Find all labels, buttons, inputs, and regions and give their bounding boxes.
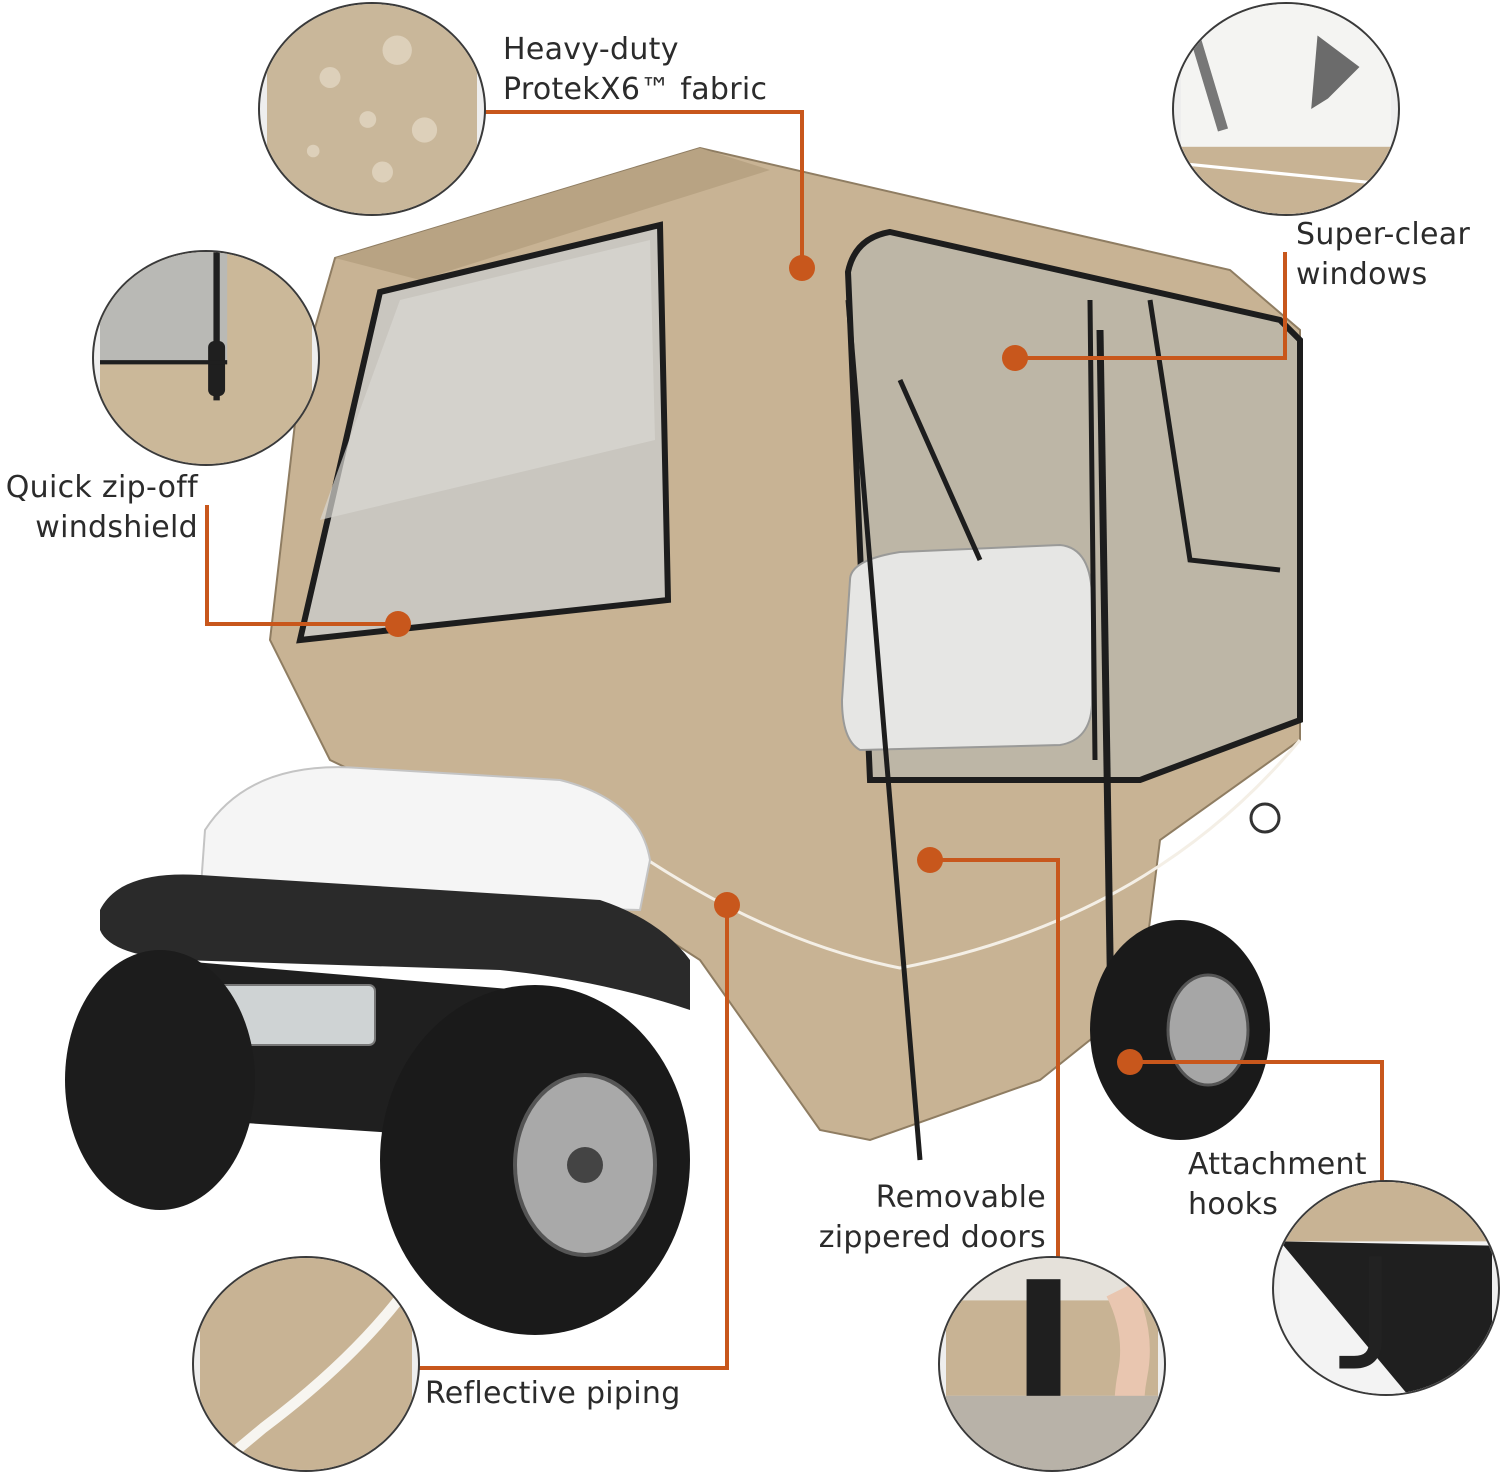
zipper-detail-icon xyxy=(100,252,312,464)
fabric-swatch-icon xyxy=(267,4,477,214)
fabric-label: Heavy-duty ProtekX6™ fabric xyxy=(503,32,768,107)
windows-label: Super-clear windows xyxy=(1296,217,1471,292)
window-detail-circle xyxy=(1172,2,1400,216)
window-detail-icon xyxy=(1180,4,1392,214)
piping-detail-circle xyxy=(192,1256,420,1472)
zipper-detail-circle xyxy=(92,250,320,466)
fabric-swatch-circle xyxy=(258,2,486,216)
piping-detail-icon xyxy=(200,1258,412,1470)
doors-label: Removable zippered doors xyxy=(818,1180,1046,1255)
door-detail-icon xyxy=(946,1258,1158,1470)
hooks-label: Attachment hooks xyxy=(1188,1147,1367,1222)
piping-label: Reflective piping xyxy=(425,1376,681,1411)
door-detail-circle xyxy=(938,1256,1166,1472)
windshield-label: Quick zip-off windshield xyxy=(5,470,198,545)
